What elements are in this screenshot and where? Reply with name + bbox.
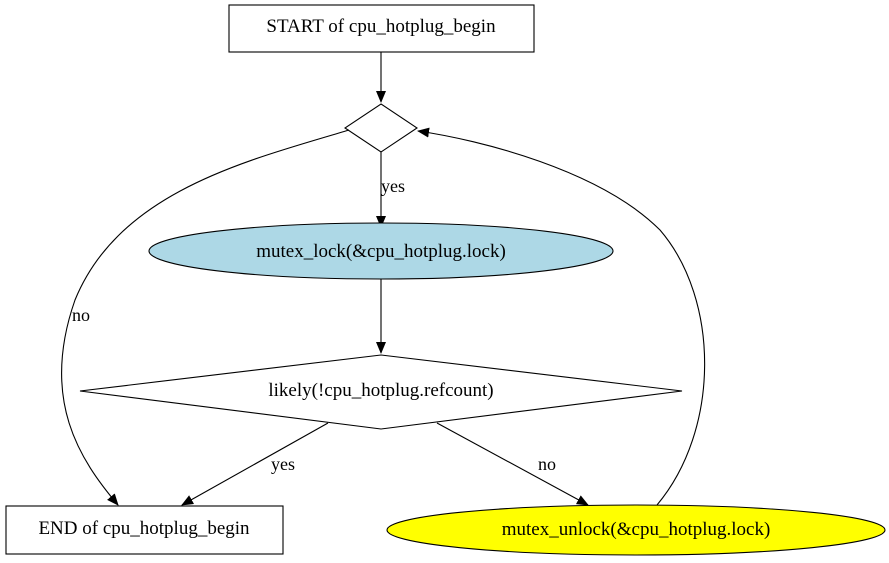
edge-unlock-to-loop	[417, 127, 706, 506]
edge-label-loop-yes: yes	[381, 176, 405, 196]
loop-decision-node	[344, 103, 418, 153]
refcount-decision-node: likely(!cpu_hotplug.refcount)	[79, 354, 683, 430]
start-node: START of cpu_hotplug_begin	[228, 4, 535, 53]
mutex-lock-node: mutex_lock(&cpu_hotplug.lock)	[148, 222, 614, 280]
mutex-unlock-node: mutex_unlock(&cpu_hotplug.lock)	[386, 504, 886, 556]
mutex-unlock-label: mutex_unlock(&cpu_hotplug.lock)	[502, 519, 771, 540]
mutex-lock-label: mutex_lock(&cpu_hotplug.lock)	[256, 241, 506, 262]
refcount-decision-label: likely(!cpu_hotplug.refcount)	[268, 380, 493, 401]
edge-label-refcount-no: no	[538, 454, 556, 474]
end-label: END of cpu_hotplug_begin	[38, 518, 250, 539]
edge-label-loop-no: no	[72, 305, 90, 325]
end-node: END of cpu_hotplug_begin	[5, 505, 284, 555]
edge-refcount-no	[436, 422, 589, 506]
edge-loop-no	[61, 129, 350, 506]
edge-refcount-yes	[181, 422, 329, 506]
start-label: START of cpu_hotplug_begin	[266, 16, 496, 37]
edge-label-refcount-yes: yes	[271, 454, 295, 474]
